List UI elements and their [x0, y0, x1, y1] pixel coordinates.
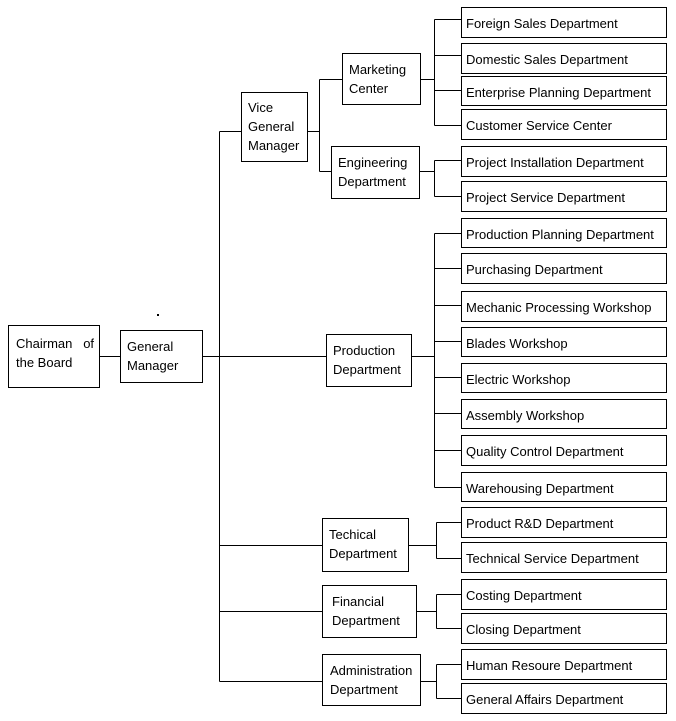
administration-department-box: Administration Department [322, 654, 421, 706]
dept-purchasing: Purchasing Department [461, 253, 667, 284]
dept-project-service: Project Service Department [461, 181, 667, 212]
chairman-line2: the Board [16, 355, 73, 370]
dept-costing: Costing Department [461, 579, 667, 610]
chairman-box: Chairman of the Board [8, 325, 100, 388]
dept-enterprise-planning: Enterprise Planning Department [461, 76, 667, 106]
dept-closing: Closing Department [461, 613, 667, 644]
engineering-department-box: Engineering Department [331, 146, 420, 199]
dept-technical-service: Technical Service Department [461, 542, 667, 573]
vice-general-manager-box: Vice General Manager [241, 92, 308, 162]
dept-assembly-workshop: Assembly Workshop [461, 399, 667, 429]
dept-blades-workshop: Blades Workshop [461, 327, 667, 357]
stray-dot [157, 314, 159, 316]
production-department-box: Production Department [326, 334, 412, 387]
dept-warehousing: Warehousing Department [461, 472, 667, 502]
dept-project-installation: Project Installation Department [461, 146, 667, 177]
dept-general-affairs: General Affairs Department [461, 683, 667, 714]
financial-department-box: Financial Department [322, 585, 417, 638]
dept-production-planning: Production Planning Department [461, 218, 667, 248]
dept-product-rnd: Product R&D Department [461, 507, 667, 538]
chairman-line1: Chairman of [16, 336, 95, 351]
dept-foreign-sales: Foreign Sales Department [461, 7, 667, 38]
dept-human-resource: Human Resoure Department [461, 649, 667, 680]
marketing-center-box: Marketing Center [342, 53, 421, 105]
general-manager-box: General Manager [120, 330, 203, 383]
technical-department-box: Techical Department [322, 518, 409, 572]
dept-quality-control: Quality Control Department [461, 435, 667, 466]
dept-customer-service: Customer Service Center [461, 109, 667, 140]
dept-electric-workshop: Electric Workshop [461, 363, 667, 393]
dept-domestic-sales: Domestic Sales Department [461, 43, 667, 74]
dept-mechanic-processing: Mechanic Processing Workshop [461, 291, 667, 322]
